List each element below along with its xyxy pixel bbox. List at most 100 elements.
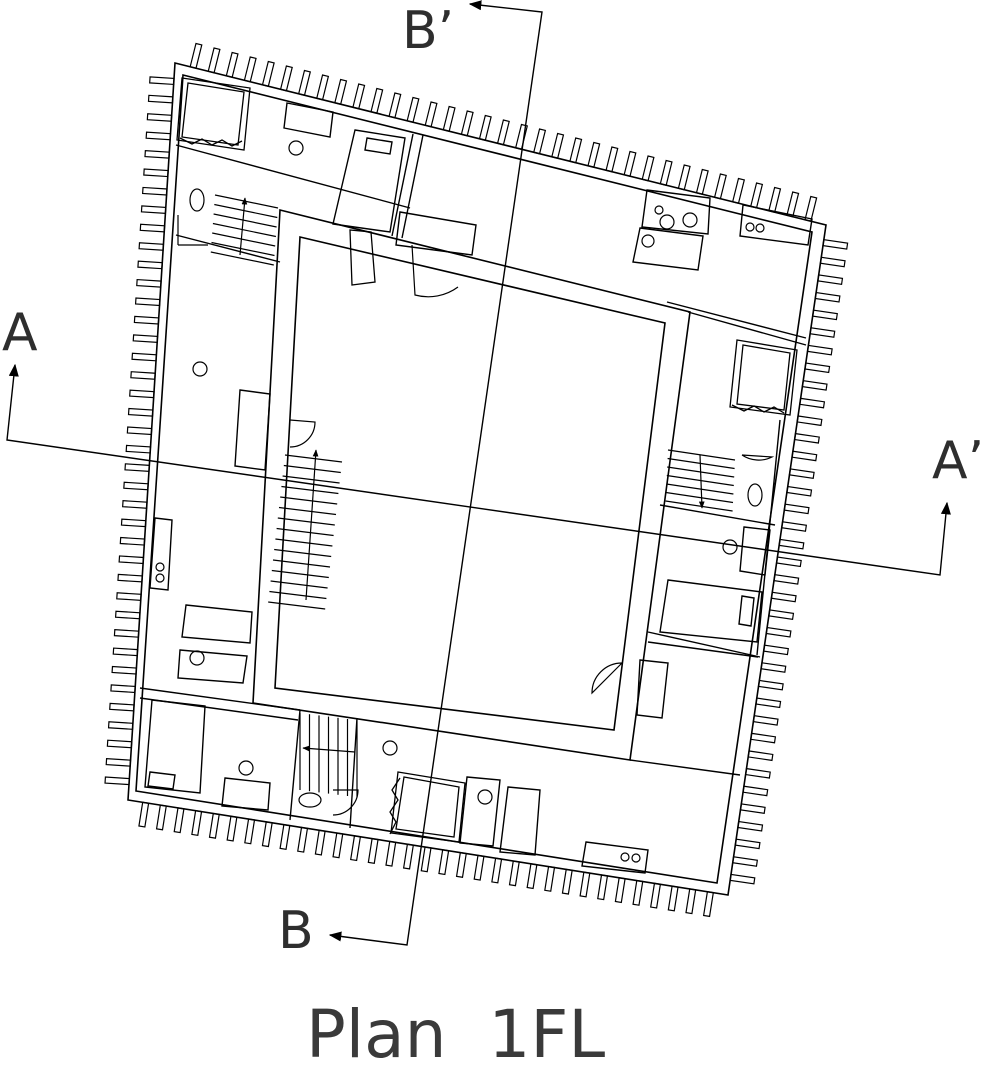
facade-fin <box>120 518 147 528</box>
facade-fin <box>809 327 836 338</box>
facade-fin <box>367 837 379 864</box>
facade-fin <box>109 702 135 712</box>
facade-fin <box>146 113 173 122</box>
stair-tread <box>667 457 735 470</box>
facade-fin <box>786 191 800 218</box>
facade-fin <box>442 105 456 132</box>
facade-fin <box>139 223 166 233</box>
facade-fin <box>623 150 637 177</box>
facade-fin <box>149 76 175 86</box>
stair-tread <box>666 483 734 495</box>
facade-fin <box>261 60 275 87</box>
facade-fin <box>297 826 309 853</box>
facade-fin <box>650 882 662 909</box>
stair-tread <box>274 548 332 558</box>
facade-fin <box>734 838 761 850</box>
facade-fin <box>107 721 134 730</box>
section-line-b <box>328 0 543 946</box>
facade-fin <box>137 260 163 270</box>
section-label-a-prime: A’ <box>932 431 984 491</box>
stairs <box>210 194 736 798</box>
facade-fin <box>117 573 143 583</box>
facade-fin <box>796 415 823 427</box>
facade-fin <box>641 155 655 182</box>
facade-fin <box>755 697 782 709</box>
facade-fin <box>118 555 145 565</box>
facade-fin <box>314 829 326 856</box>
facade-fin <box>768 186 782 213</box>
facade-fin <box>191 810 203 837</box>
stair-tread <box>276 527 334 537</box>
stair-tread <box>278 506 337 516</box>
stair-tread <box>283 464 341 474</box>
facade-fin <box>750 182 764 209</box>
facade-fin <box>526 863 538 890</box>
stair-tread <box>213 213 277 228</box>
facade-fin <box>799 397 826 409</box>
facade-fin <box>105 757 132 767</box>
facade-fin <box>786 485 813 497</box>
facade-fin <box>104 776 131 786</box>
stair-tread <box>272 559 331 568</box>
facade-fin <box>130 371 156 380</box>
stair-tread <box>281 485 339 495</box>
facade-fin <box>551 132 565 159</box>
facade-fin <box>544 865 556 892</box>
stair-tread <box>282 475 340 484</box>
facade-fin <box>579 871 591 898</box>
facade-fin <box>778 538 805 550</box>
facade-fin <box>773 573 800 585</box>
facade-fin <box>737 820 764 832</box>
facade-fin <box>677 164 691 191</box>
facade-fin <box>533 128 547 155</box>
facade-fin <box>713 173 727 200</box>
facade-fin <box>106 739 133 749</box>
stair-tread <box>270 580 328 589</box>
facade-fin <box>614 877 626 904</box>
facade-fin <box>110 684 136 694</box>
facade-fin <box>133 315 160 325</box>
facade-fin <box>126 426 153 436</box>
facade-fin <box>478 114 492 141</box>
facade-fin <box>632 879 644 906</box>
facade-fin <box>460 110 474 137</box>
section-label-b-prime: B’ <box>402 1 454 61</box>
facade-fin <box>491 857 503 884</box>
stair-tread <box>214 203 278 219</box>
stair-tread <box>667 449 736 461</box>
facade-fin <box>143 168 169 178</box>
facade-fin <box>129 389 155 399</box>
facade-fin <box>765 626 792 638</box>
facade-fin <box>123 481 149 491</box>
facade-fin <box>762 644 789 656</box>
facade-fin <box>783 503 810 515</box>
facade-fin <box>455 851 467 878</box>
facade-fin <box>388 92 402 119</box>
facade-fin <box>127 407 154 417</box>
facade-fin <box>587 141 601 168</box>
facade-fin <box>732 856 759 867</box>
stair-tread <box>665 500 733 512</box>
facade-fin <box>814 291 841 303</box>
stair-tread <box>268 601 326 610</box>
facade-fin <box>770 591 797 603</box>
facade-fin <box>208 812 220 839</box>
facade-fin <box>473 854 485 881</box>
facade-fin <box>155 804 167 831</box>
facade-fin <box>757 679 784 691</box>
facade-fin <box>119 536 146 546</box>
facade-fin <box>261 821 273 848</box>
drawing-title: Plan 1FL <box>306 996 605 1071</box>
stair-tread <box>269 590 327 600</box>
facade-fin <box>729 873 756 885</box>
facade-fin <box>189 42 203 69</box>
facade-fin <box>819 256 846 268</box>
facade-fin <box>144 149 170 159</box>
facade-fin <box>122 500 148 509</box>
facade-fin <box>352 83 366 110</box>
facade-fin <box>316 74 330 101</box>
facade-fin <box>226 815 238 842</box>
facade-fin <box>739 803 766 814</box>
facade-fin <box>244 818 256 845</box>
facade-fin <box>173 807 185 834</box>
